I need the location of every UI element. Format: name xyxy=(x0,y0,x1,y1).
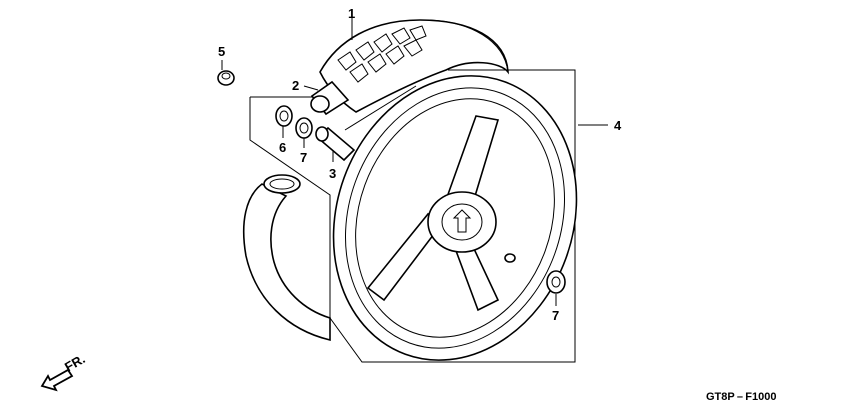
wheel-rim xyxy=(332,75,578,361)
bearing-left xyxy=(275,105,293,127)
valve xyxy=(310,80,350,116)
front-direction-marker: FR. xyxy=(40,351,88,392)
collar xyxy=(315,126,356,162)
assembly-outline xyxy=(249,69,576,363)
callout-4: 4 xyxy=(614,118,622,133)
callout-7-right: 7 xyxy=(552,308,559,323)
callout-3: 3 xyxy=(329,166,336,181)
tire xyxy=(319,19,509,113)
callout-6: 6 xyxy=(279,140,286,155)
tire-tread xyxy=(337,25,427,83)
tire-side-section xyxy=(242,174,331,342)
diagram-code: GT8P – F1000 xyxy=(706,391,776,403)
callout-1: 1 xyxy=(348,6,355,21)
leader-lines xyxy=(221,18,608,306)
bearing-middle xyxy=(295,117,313,139)
cap-nut xyxy=(217,70,235,86)
callout-7-left: 7 xyxy=(300,150,307,165)
bearing-right xyxy=(546,270,566,294)
callout-2: 2 xyxy=(292,78,299,93)
callout-5: 5 xyxy=(218,44,225,59)
front-arrow-icon xyxy=(40,368,74,392)
